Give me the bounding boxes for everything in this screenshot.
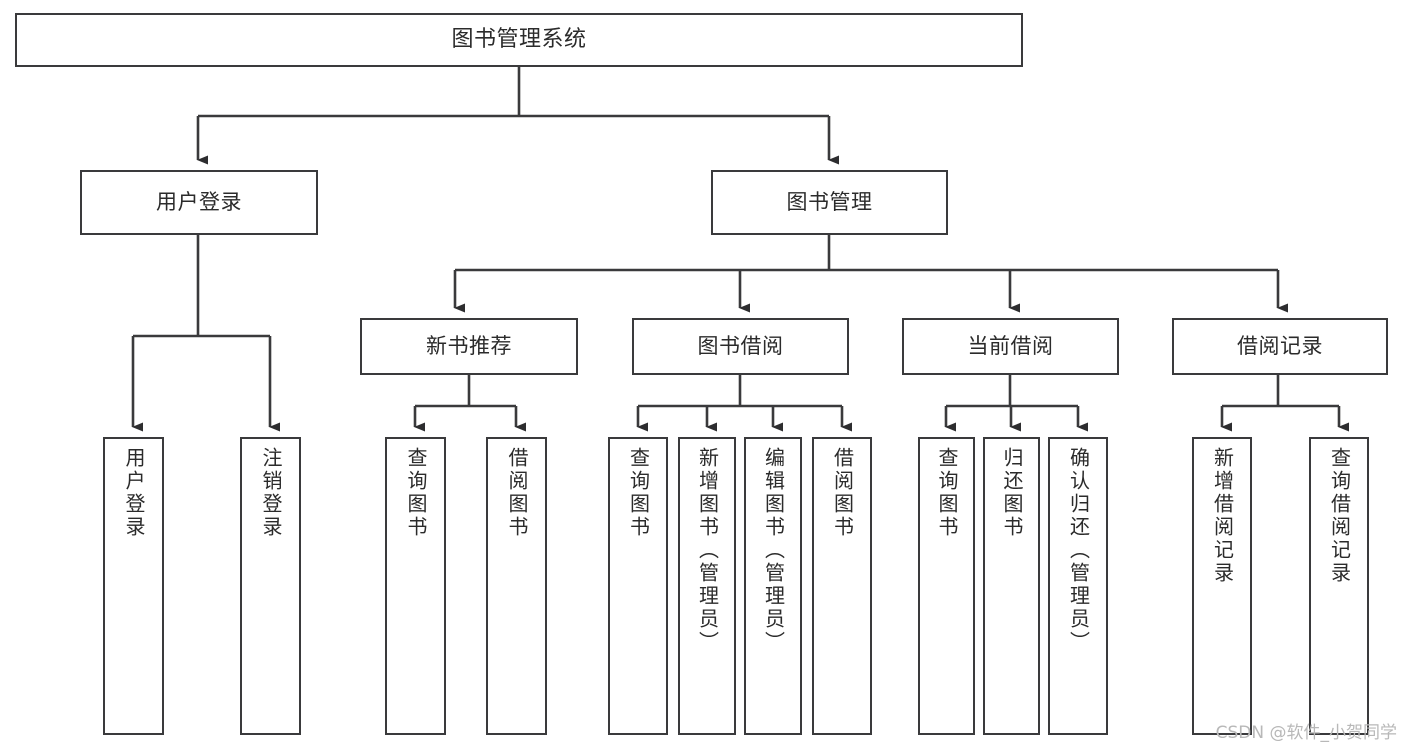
- node-label: 图书管理系统: [451, 27, 587, 53]
- node-leaf-confirm-return-admin[interactable]: 确认归还（管理员）: [1048, 437, 1108, 735]
- node-leaf-query-book-recommend[interactable]: 查询图书: [385, 437, 446, 735]
- node-label: 借阅图书: [505, 447, 529, 539]
- node-new-book-recommend[interactable]: 新书推荐: [360, 318, 578, 375]
- node-leaf-add-borrow-record[interactable]: 新增借阅记录: [1192, 437, 1252, 735]
- node-label: 用户登录: [156, 190, 242, 215]
- node-label: 归还图书: [1000, 447, 1024, 539]
- node-label: 查询图书: [935, 447, 959, 539]
- node-label: 图书借阅: [697, 334, 784, 359]
- node-leaf-query-book-borrow[interactable]: 查询图书: [608, 437, 668, 735]
- node-label: 借阅记录: [1237, 334, 1323, 359]
- node-book-management[interactable]: 图书管理: [711, 170, 948, 235]
- node-leaf-logout[interactable]: 注销登录: [240, 437, 301, 735]
- node-label: 借阅图书: [830, 447, 855, 539]
- node-label: 注销登录: [259, 447, 283, 539]
- node-label: 新增借阅记录: [1210, 447, 1235, 585]
- node-root-book-management-system[interactable]: 图书管理系统: [15, 13, 1023, 67]
- node-label: 新书推荐: [426, 334, 512, 359]
- node-label: 新增图书（管理员）: [695, 447, 720, 654]
- node-label: 编辑图书（管理员）: [761, 447, 786, 654]
- node-leaf-user-login[interactable]: 用户登录: [103, 437, 164, 735]
- node-label: 查询借阅记录: [1327, 447, 1352, 585]
- node-leaf-return-book[interactable]: 归还图书: [983, 437, 1040, 735]
- node-leaf-borrow-book-recommend[interactable]: 借阅图书: [486, 437, 547, 735]
- node-leaf-edit-book-admin[interactable]: 编辑图书（管理员）: [744, 437, 802, 735]
- node-leaf-query-borrow-record[interactable]: 查询借阅记录: [1309, 437, 1369, 735]
- node-label: 用户登录: [122, 447, 146, 539]
- node-label: 图书管理: [786, 190, 873, 215]
- node-current-borrow[interactable]: 当前借阅: [902, 318, 1119, 375]
- node-label: 确认归还（管理员）: [1066, 447, 1091, 654]
- node-leaf-query-book-current[interactable]: 查询图书: [918, 437, 975, 735]
- csdn-watermark: CSDN @软件_小贺同学: [1215, 723, 1397, 743]
- node-leaf-borrow-book[interactable]: 借阅图书: [812, 437, 872, 735]
- node-book-borrow[interactable]: 图书借阅: [632, 318, 849, 375]
- node-leaf-add-book-admin[interactable]: 新增图书（管理员）: [678, 437, 736, 735]
- node-label: 当前借阅: [967, 334, 1054, 359]
- node-label: 查询图书: [404, 447, 428, 539]
- node-user-login[interactable]: 用户登录: [80, 170, 318, 235]
- node-label: 查询图书: [626, 447, 651, 539]
- node-borrow-record[interactable]: 借阅记录: [1172, 318, 1388, 375]
